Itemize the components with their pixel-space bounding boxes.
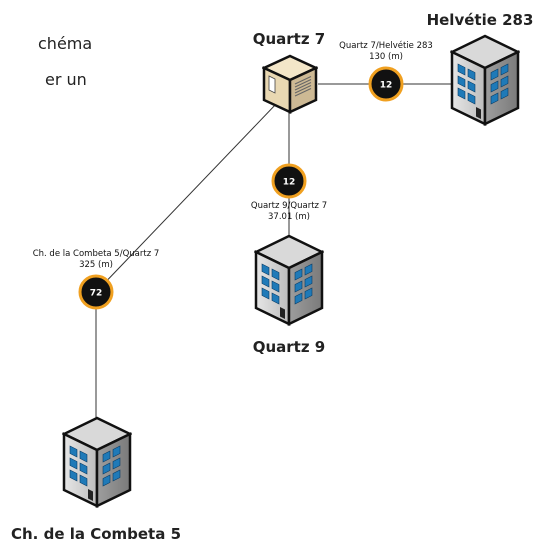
edge-length: 325 (m) <box>79 260 113 270</box>
badge-count: 72 <box>90 289 103 299</box>
node-quartz9[interactable]: Quartz 9 <box>253 234 326 356</box>
building-icon <box>62 416 132 508</box>
node-label-quartz9: Quartz 9 <box>253 338 326 356</box>
building-icon <box>450 34 520 126</box>
edge-label-quartz9-quartz7: Quartz 9/Quartz 7 37.01 (m) <box>251 201 327 222</box>
building-icon <box>254 234 324 326</box>
node-combeta5[interactable]: Ch. de la Combeta 5 <box>11 416 181 543</box>
edge-name: Quartz 7/Helvétie 283 <box>339 40 433 51</box>
node-label-quartz7: Quartz 7 <box>253 30 326 48</box>
node-quartz7[interactable]: Quartz 7 <box>253 30 326 114</box>
node-helvetie283[interactable]: Helvétie 283 <box>427 11 534 126</box>
badge-quartz9-quartz7[interactable]: 12 <box>271 163 307 199</box>
badge-count: 12 <box>283 178 296 188</box>
substation-cube-icon <box>262 54 318 114</box>
edge-quartz7-combeta5[interactable] <box>95 101 279 293</box>
background-text-line-1: chéma <box>38 34 93 53</box>
badge-combeta5-quartz7[interactable]: 72 <box>78 274 114 310</box>
background-text-line-2: er un <box>45 70 87 89</box>
node-label-combeta5: Ch. de la Combeta 5 <box>11 525 181 543</box>
edge-length: 130 (m) <box>369 52 403 62</box>
edge-label-combeta5-quartz7: Ch. de la Combeta 5/Quartz 7 325 (m) <box>33 249 160 270</box>
node-label-helvetie283: Helvétie 283 <box>427 11 534 29</box>
edge-length: 37.01 (m) <box>268 212 310 222</box>
edge-label-quartz7-helvetie283: Quartz 7/Helvétie 283 130 (m) <box>339 40 433 62</box>
edge-name: Quartz 9/Quartz 7 <box>251 201 327 211</box>
badge-count: 12 <box>380 81 393 91</box>
badge-quartz7-helvetie283[interactable]: 12 <box>368 66 404 102</box>
edge-name: Ch. de la Combeta 5/Quartz 7 <box>33 249 160 259</box>
